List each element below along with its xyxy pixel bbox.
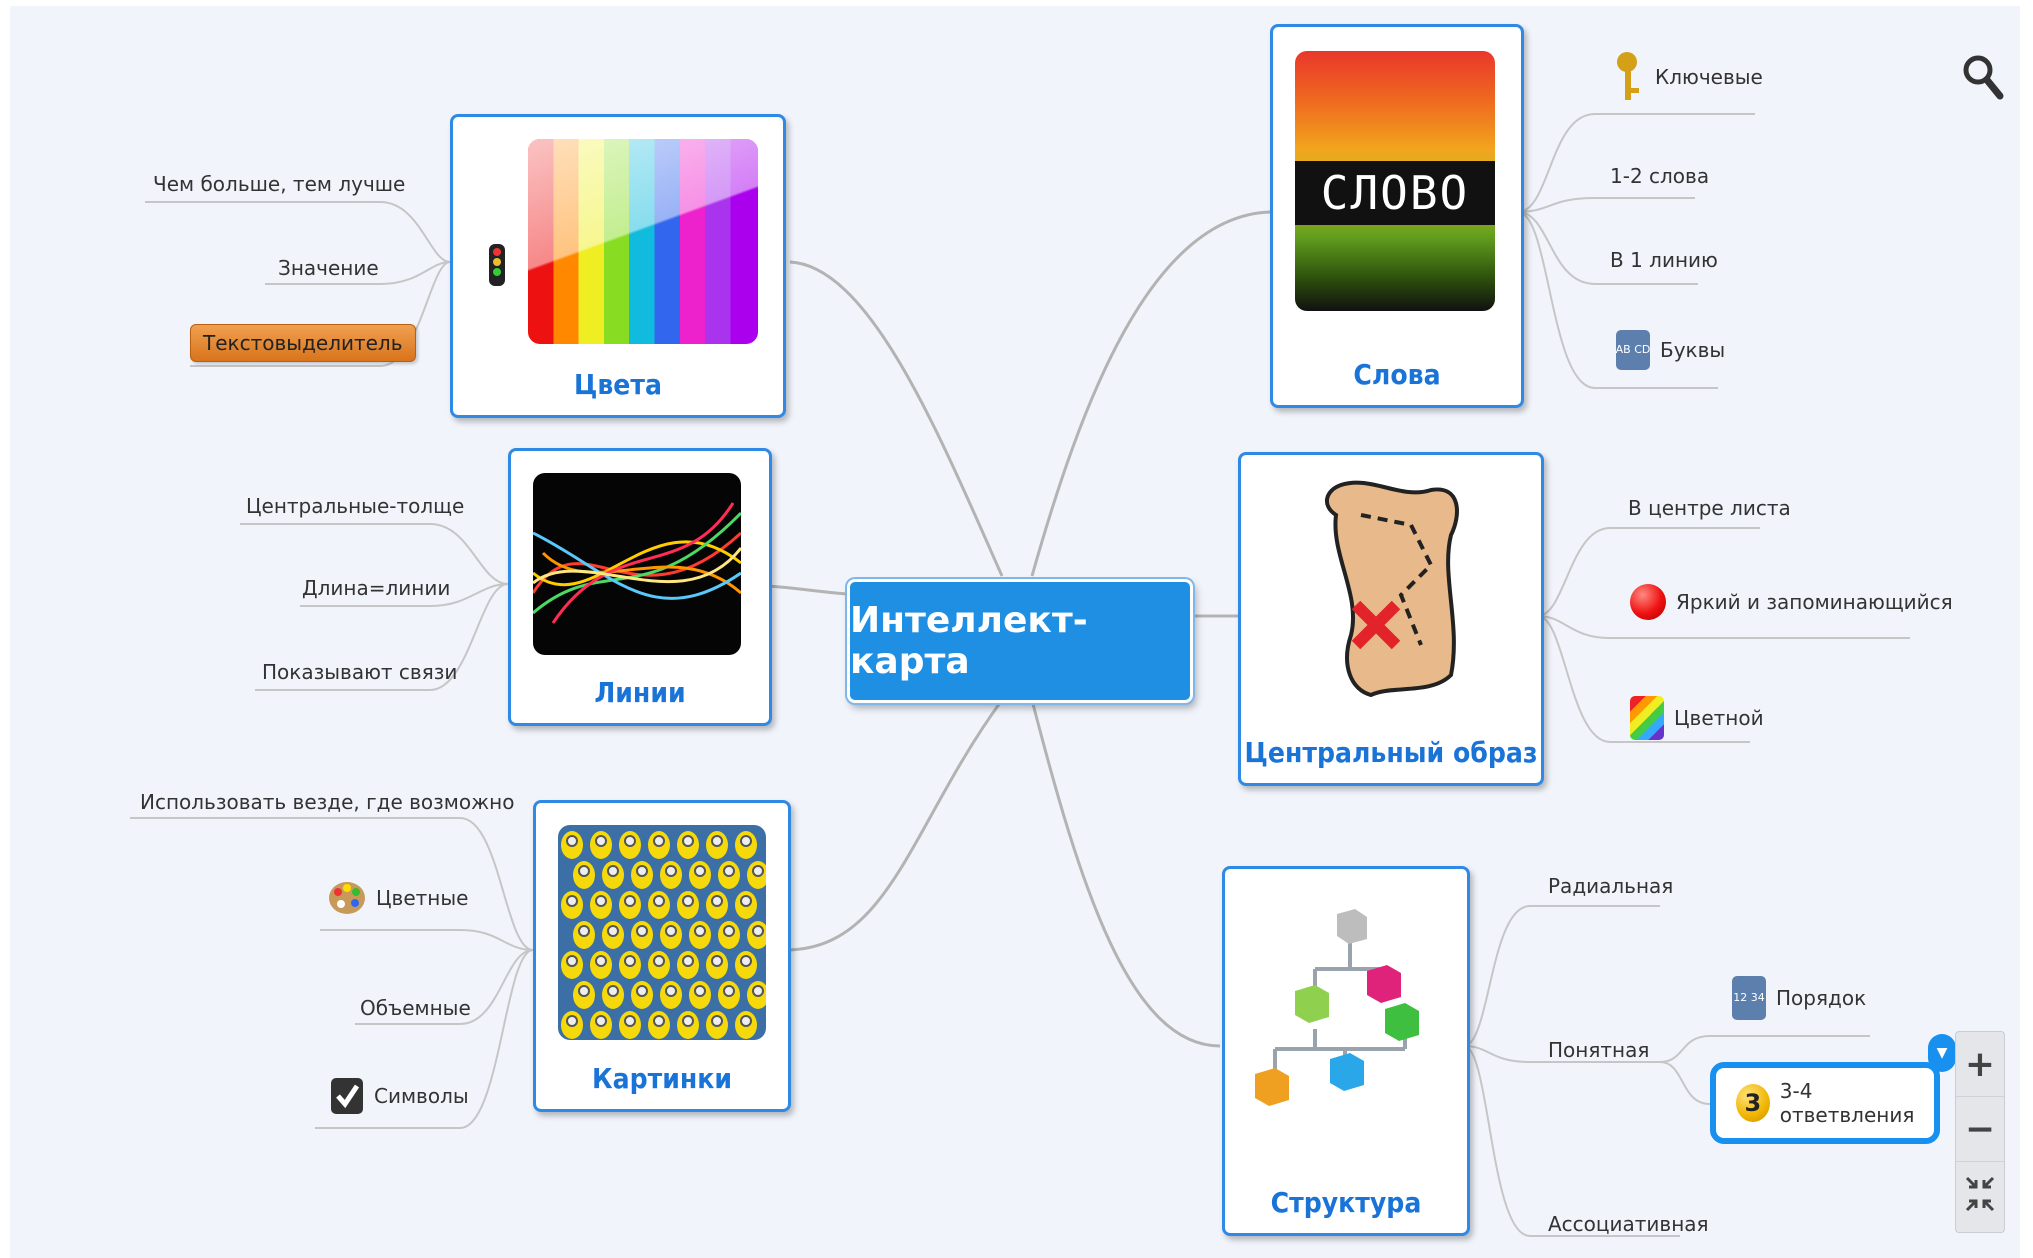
leaf-words-keywords[interactable]: Ключевые — [1615, 50, 1763, 104]
leaf-words-letters[interactable]: AB CD Буквы — [1616, 330, 1725, 370]
node-central-image-title: Центральный образ — [1244, 736, 1538, 769]
leaf-label: Порядок — [1776, 986, 1867, 1010]
leaf-label: В центре листа — [1628, 496, 1791, 520]
link-center-structure — [1030, 699, 1221, 1048]
leaf-label: 1-2 слова — [1610, 164, 1710, 188]
leaf-label: Ассоциативная — [1548, 1212, 1709, 1236]
leaf-structure-clear[interactable]: Понятная — [1548, 1038, 1649, 1062]
rainbow-gloss — [528, 139, 758, 344]
collapse-toggle-icon[interactable]: ▼ — [1928, 1034, 1956, 1072]
traffic-light-icon — [489, 244, 505, 286]
leaf-label: Объемные — [360, 996, 471, 1020]
leaf-label: Понятная — [1548, 1038, 1650, 1062]
leaf-lines-show-links[interactable]: Показывают связи — [262, 660, 457, 684]
word-image-text: СЛОВО — [1320, 166, 1470, 220]
leaf-pictures-colored[interactable]: Цветные — [328, 880, 468, 916]
leaf-central-center-page[interactable]: В центре листа — [1628, 496, 1791, 520]
leaf-label: 3-4 ответвления — [1779, 1079, 1915, 1127]
node-central-image[interactable]: Центральный образ — [1238, 452, 1544, 786]
leaf-colors-more-better[interactable]: Чем больше, тем лучше — [153, 172, 405, 196]
leaf-central-colored[interactable]: Цветной — [1630, 696, 1764, 740]
leaf-label: Чем больше, тем лучше — [153, 172, 406, 196]
numbers-icon: 12 34 — [1732, 976, 1766, 1020]
leaf-structure-radial[interactable]: Радиальная — [1548, 874, 1673, 898]
word-image: СЛОВО — [1295, 51, 1495, 311]
leaf-central-bright[interactable]: Яркий и запоминающийся — [1630, 584, 1953, 620]
link-center-lines — [765, 584, 848, 596]
rainbow-icon — [1630, 696, 1664, 740]
red-dot-icon — [1630, 584, 1666, 620]
leaf-structure-3-4-branches-selected[interactable]: 3 3-4 ответвления — [1710, 1062, 1940, 1144]
leaf-colors-meaning[interactable]: Значение — [278, 256, 379, 280]
leaf-label: Ключевые — [1655, 65, 1763, 89]
collapse-arrows-icon — [1965, 1176, 1995, 1212]
leaf-label: Яркий и запоминающийся — [1676, 590, 1953, 614]
checkbox-icon — [331, 1078, 363, 1114]
node-structure-title: Структура — [1270, 1186, 1422, 1219]
leaf-words-1-2[interactable]: 1-2 слова — [1610, 164, 1709, 188]
cubes-diagram-image — [1255, 909, 1419, 1106]
light-lines-image — [533, 473, 741, 655]
abcd-icon: AB CD — [1616, 330, 1650, 370]
leaf-words-one-line[interactable]: В 1 линию — [1610, 248, 1718, 272]
leaf-label: Цветные — [376, 886, 469, 910]
treasure-map-image — [1325, 480, 1459, 698]
leaf-label: Длина=линии — [302, 576, 451, 600]
node-pictures[interactable]: Картинки — [533, 800, 791, 1112]
leaf-structure-associative[interactable]: Ассоциативная — [1548, 1212, 1709, 1236]
link-center-colors — [789, 260, 1004, 577]
leaf-lines-central-thicker[interactable]: Центральные-толще — [246, 494, 464, 518]
search-icon[interactable] — [1962, 54, 2006, 102]
leaf-label: Радиальная — [1548, 874, 1674, 898]
central-topic-label: Интеллект-карта — [850, 600, 1088, 682]
node-words-title: Слова — [1353, 358, 1441, 391]
link-center-pictures — [784, 699, 1004, 952]
link-center-words — [1030, 210, 1271, 577]
key-icon — [1617, 52, 1639, 100]
leaf-label: Центральные-толще — [246, 494, 465, 518]
leaf-label: Использовать везде, где возможно — [140, 790, 515, 814]
leaf-label: Значение — [278, 256, 379, 280]
leaf-structure-order[interactable]: 12 34 Порядок — [1732, 976, 1866, 1020]
leaf-label: Показывают связи — [262, 660, 458, 684]
leaf-label: Символы — [374, 1084, 469, 1108]
leaf-label: Буквы — [1660, 338, 1726, 362]
fit-to-screen-button[interactable] — [1956, 1162, 2004, 1226]
node-lines-title: Линии — [594, 676, 686, 709]
leaf-pictures-symbols[interactable]: Символы — [330, 1074, 469, 1118]
mind-map-canvas[interactable]: Интеллект-карта Цвета Линии — [10, 6, 2020, 1258]
minions-image — [558, 825, 766, 1040]
node-colors[interactable]: Цвета — [450, 114, 786, 418]
leaf-lines-length[interactable]: Длина=линии — [302, 576, 450, 600]
highlighter-label: Текстовыделитель — [190, 324, 416, 362]
node-pictures-title: Картинки — [591, 1062, 733, 1095]
connector-lines — [130, 113, 1910, 1237]
leaf-colors-highlighter[interactable]: Текстовыделитель — [190, 324, 416, 362]
central-topic[interactable]: Интеллект-карта — [847, 579, 1193, 703]
node-words[interactable]: СЛОВО Слова — [1270, 24, 1524, 408]
node-structure[interactable]: Структура — [1222, 866, 1470, 1236]
zoom-out-button[interactable]: − — [1956, 1097, 2004, 1162]
palette-icon — [329, 882, 365, 914]
zoom-in-button[interactable]: + — [1956, 1032, 2004, 1097]
leaf-label: В 1 линию — [1610, 248, 1718, 272]
number-three-icon: 3 — [1736, 1084, 1770, 1122]
node-lines[interactable]: Линии — [508, 448, 772, 726]
zoom-controls: + − — [1955, 1031, 2005, 1233]
leaf-pictures-everywhere[interactable]: Использовать везде, где возможно — [140, 790, 514, 814]
leaf-pictures-3d[interactable]: Объемные — [360, 996, 471, 1020]
leaf-label: Цветной — [1674, 706, 1764, 730]
node-colors-title: Цвета — [573, 368, 662, 401]
